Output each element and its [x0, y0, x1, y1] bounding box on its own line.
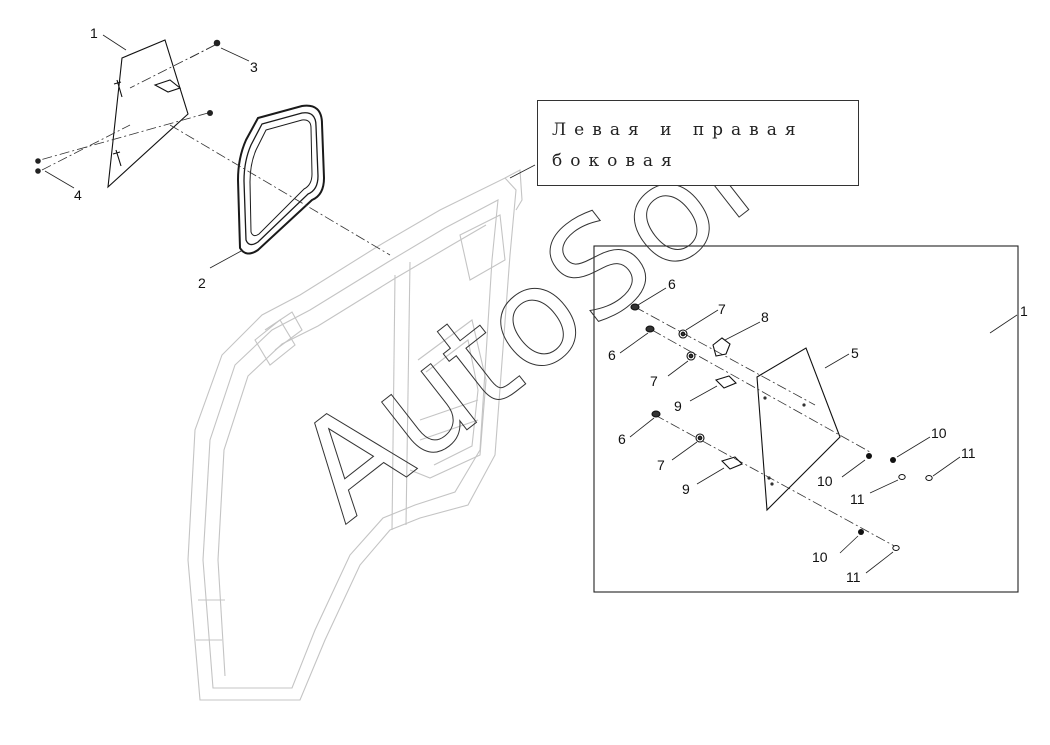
callout-7c: 7 — [657, 457, 665, 473]
callout-1: 1 — [90, 25, 98, 41]
window-seal — [236, 104, 326, 255]
callout-7a: 7 — [718, 301, 726, 317]
callout-11c: 11 — [846, 569, 861, 585]
callout-6a: 6 — [668, 276, 676, 292]
callout-10c: 10 — [812, 549, 828, 565]
callout-5: 5 — [851, 345, 859, 361]
callout-1b: 1 — [1020, 303, 1028, 319]
callout-6b: 6 — [608, 347, 616, 363]
callout-10a: 10 — [931, 425, 947, 441]
left-fasteners — [35, 39, 221, 174]
callout-10b: 10 — [817, 473, 833, 489]
caption-line-2: боковая — [552, 151, 680, 171]
callout-9a: 9 — [674, 398, 682, 414]
callout-3: 3 — [250, 59, 258, 75]
caption-line-1: Левая и правая — [552, 120, 804, 140]
callout-8: 8 — [761, 309, 769, 325]
assembly-lines — [39, 44, 899, 549]
right-seals-nuts — [858, 453, 933, 551]
callout-4: 4 — [74, 187, 82, 203]
callout-2: 2 — [198, 275, 206, 291]
right-glass-panel — [756, 347, 841, 512]
right-hardware — [630, 303, 743, 470]
callout-6c: 6 — [618, 431, 626, 447]
right-glass-holes — [763, 396, 806, 486]
callout-11b: 11 — [850, 491, 865, 507]
detail-frame — [593, 245, 1019, 593]
callout-numbers: 1 2 3 4 1 5 6 6 6 7 7 7 8 9 9 10 10 10 1… — [74, 25, 1028, 585]
door-frame — [187, 169, 523, 701]
callout-9b: 9 — [682, 481, 690, 497]
callout-7b: 7 — [650, 373, 658, 389]
callout-11a: 11 — [961, 445, 976, 461]
view-caption-box: Левая и правая боковая — [537, 100, 859, 186]
left-glass-panel — [107, 39, 189, 189]
leader-lines — [44, 34, 1018, 574]
